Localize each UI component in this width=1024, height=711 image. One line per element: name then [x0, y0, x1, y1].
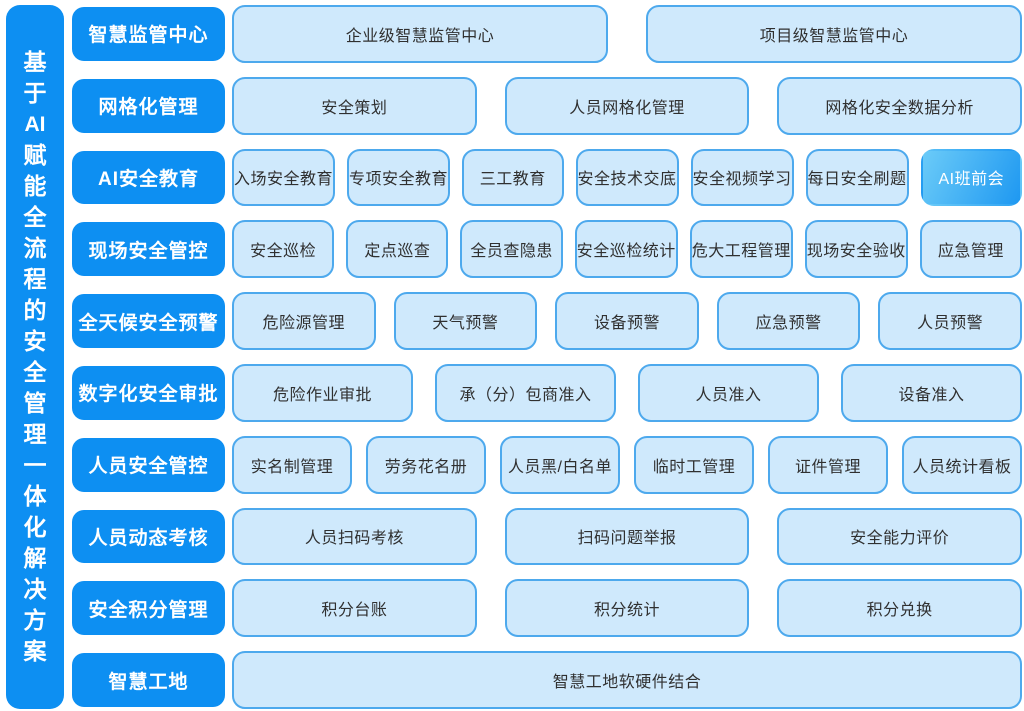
- feature-cell: 设备准入: [841, 363, 1022, 422]
- banner-title-char: 方: [23, 607, 47, 633]
- feature-cell: 全员查隐患: [460, 220, 563, 279]
- feature-cell: 安全巡检: [232, 220, 335, 279]
- feature-cell-highlight: AI班前会: [920, 148, 1023, 207]
- feature-cell: 三工教育: [462, 148, 564, 207]
- feature-cell: 人员网格化管理: [504, 76, 750, 135]
- feature-row: AI安全教育入场安全教育专项安全教育三工教育安全技术交底安全视频学习每日安全刷题…: [72, 148, 1023, 207]
- feature-cell: 安全能力评价: [777, 507, 1023, 566]
- feature-cell: 临时工管理: [634, 435, 754, 494]
- banner-title-char: 决: [23, 576, 47, 602]
- row-cells: 危险源管理天气预警设备预警应急预警人员预警: [232, 292, 1022, 350]
- feature-cell: 安全技术交底: [575, 148, 679, 207]
- banner-title-char: 管: [23, 390, 47, 416]
- banner-title-char: 全: [23, 359, 47, 385]
- feature-row: 数字化安全审批危险作业审批承（分）包商准入人员准入设备准入: [72, 363, 1022, 422]
- feature-cell: 积分台账: [232, 579, 477, 638]
- feature-cell: 人员扫码考核: [232, 507, 477, 566]
- banner-title-char: 能: [23, 173, 47, 199]
- feature-row: 网格化管理安全策划人员网格化管理网格化安全数据分析: [72, 76, 1023, 135]
- row-label: AI安全教育: [72, 150, 225, 205]
- feature-cell: 现场安全验收: [804, 220, 908, 279]
- feature-cell: 智慧工地软硬件结合: [232, 651, 1022, 709]
- row-cells: 安全策划人员网格化管理网格化安全数据分析: [232, 76, 1023, 135]
- feature-row: 智慧监管中心企业级智慧监管中心项目级智慧监管中心: [72, 5, 1022, 63]
- row-cells: 企业级智慧监管中心项目级智慧监管中心: [232, 5, 1022, 63]
- row-label: 安全积分管理: [72, 581, 225, 636]
- feature-cell: 应急管理: [919, 220, 1022, 279]
- feature-cell: 人员统计看板: [902, 435, 1022, 494]
- banner-title-char: 于: [23, 80, 47, 106]
- banner-title-char: 化: [23, 514, 47, 540]
- feature-row: 全天候安全预警危险源管理天气预警设备预警应急预警人员预警: [72, 292, 1022, 350]
- banner-title-char: 全: [23, 204, 47, 230]
- banner-title-char: 赋: [23, 142, 47, 168]
- feature-cell: 项目级智慧监管中心: [646, 5, 1022, 63]
- rows: 智慧监管中心企业级智慧监管中心项目级智慧监管中心网格化管理安全策划人员网格化管理…: [72, 5, 1023, 709]
- feature-cell: 扫码问题举报: [504, 507, 750, 566]
- feature-row: 智慧工地智慧工地软硬件结合: [72, 651, 1022, 709]
- banner-title-char: 解: [23, 545, 47, 571]
- feature-cell: 危大工程管理: [689, 220, 793, 279]
- banner-title-char: 程: [23, 266, 47, 292]
- banner-title-char: 体: [23, 483, 47, 509]
- row-label: 人员安全管控: [72, 437, 225, 492]
- feature-cell: 证件管理: [768, 435, 888, 494]
- feature-cell: 专项安全教育: [347, 148, 451, 207]
- row-cells: 智慧工地软硬件结合: [232, 651, 1022, 709]
- banner-title-char: 流: [23, 235, 47, 261]
- row-label: 智慧工地: [72, 653, 225, 707]
- feature-cell: 承（分）包商准入: [435, 363, 616, 422]
- feature-cell: 实名制管理: [232, 435, 352, 494]
- banner-title-char: 的: [23, 297, 47, 323]
- feature-cell: 人员准入: [638, 363, 819, 422]
- row-label: 现场安全管控: [72, 222, 225, 277]
- feature-cell: 网格化安全数据分析: [777, 76, 1023, 135]
- feature-cell: 安全巡检统计: [574, 220, 678, 279]
- feature-cell: 入场安全教育: [232, 148, 336, 207]
- banner-title-char: 基: [23, 49, 47, 75]
- row-cells: 实名制管理劳务花名册人员黑/白名单临时工管理证件管理人员统计看板: [232, 435, 1022, 494]
- feature-cell: 安全策划: [232, 76, 477, 135]
- row-cells: 积分台账积分统计积分兑换: [232, 579, 1023, 638]
- banner-title-char: 安: [23, 328, 47, 354]
- row-cells: 人员扫码考核扫码问题举报安全能力评价: [232, 507, 1023, 566]
- feature-cell: 天气预警: [393, 292, 538, 350]
- feature-cell: 劳务花名册: [366, 435, 486, 494]
- feature-cell: 安全视频学习: [690, 148, 794, 207]
- banner-title-char: AI: [24, 113, 46, 136]
- row-label: 全天候安全预警: [72, 294, 225, 348]
- feature-cell: 企业级智慧监管中心: [232, 5, 608, 63]
- feature-cell: 应急预警: [716, 292, 861, 350]
- banner-title-char: 理: [23, 421, 47, 447]
- feature-cell: 积分统计: [504, 579, 750, 638]
- row-label: 网格化管理: [72, 78, 225, 133]
- row-label: 数字化安全审批: [72, 365, 225, 420]
- banner-title-char: 案: [23, 638, 47, 664]
- feature-row: 安全积分管理积分台账积分统计积分兑换: [72, 579, 1023, 638]
- feature-cell: 人员黑/白名单: [500, 435, 620, 494]
- feature-cell: 定点巡查: [346, 220, 449, 279]
- feature-cell: 设备预警: [555, 292, 699, 350]
- feature-row: 人员动态考核人员扫码考核扫码问题举报安全能力评价: [72, 507, 1023, 566]
- feature-row: 现场安全管控安全巡检定点巡查全员查隐患安全巡检统计危大工程管理现场安全验收应急管…: [72, 220, 1022, 279]
- banner-title-char: 一: [23, 452, 47, 478]
- row-label: 人员动态考核: [72, 509, 225, 564]
- row-cells: 安全巡检定点巡查全员查隐患安全巡检统计危大工程管理现场安全验收应急管理: [232, 220, 1022, 279]
- feature-cell: 积分兑换: [777, 579, 1023, 638]
- row-label: 智慧监管中心: [72, 7, 225, 61]
- feature-cell: 危险作业审批: [232, 363, 413, 422]
- feature-cell: 每日安全刷题: [805, 148, 909, 207]
- feature-cell: 危险源管理: [232, 292, 376, 350]
- row-cells: 危险作业审批承（分）包商准入人员准入设备准入: [232, 363, 1022, 422]
- feature-row: 人员安全管控实名制管理劳务花名册人员黑/白名单临时工管理证件管理人员统计看板: [72, 435, 1022, 494]
- feature-cell: 人员预警: [878, 292, 1022, 350]
